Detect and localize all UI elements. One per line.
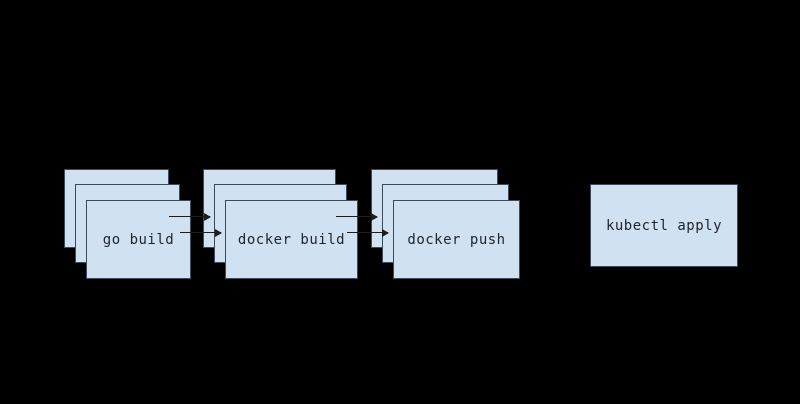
stage-docker-build-label: docker build — [237, 231, 346, 248]
arrow-docker-build-to-docker-push-front — [347, 228, 389, 237]
stage-docker-build[interactable]: docker build docker build docker build — [203, 169, 359, 281]
arrow-docker-build-to-docker-push-mid — [336, 212, 378, 221]
arrow-go-build-to-docker-build-front — [180, 228, 222, 237]
stage-go-build-label: go build — [102, 231, 175, 248]
stage-go-build-copy-1[interactable]: go build — [86, 200, 191, 279]
stage-kubectl-apply-label: kubectl apply — [605, 217, 723, 234]
stage-docker-build-copy-1[interactable]: docker build — [225, 200, 358, 279]
stage-kubectl-apply[interactable]: kubectl apply — [590, 184, 738, 267]
arrow-go-build-to-docker-build-mid — [169, 212, 211, 221]
stage-docker-push-label: docker push — [407, 231, 506, 248]
stage-docker-push-copy-1[interactable]: docker push — [393, 200, 520, 279]
stage-go-build[interactable]: go build go build go build — [64, 169, 192, 281]
stage-docker-push[interactable]: docker push docker push docker push — [371, 169, 521, 281]
